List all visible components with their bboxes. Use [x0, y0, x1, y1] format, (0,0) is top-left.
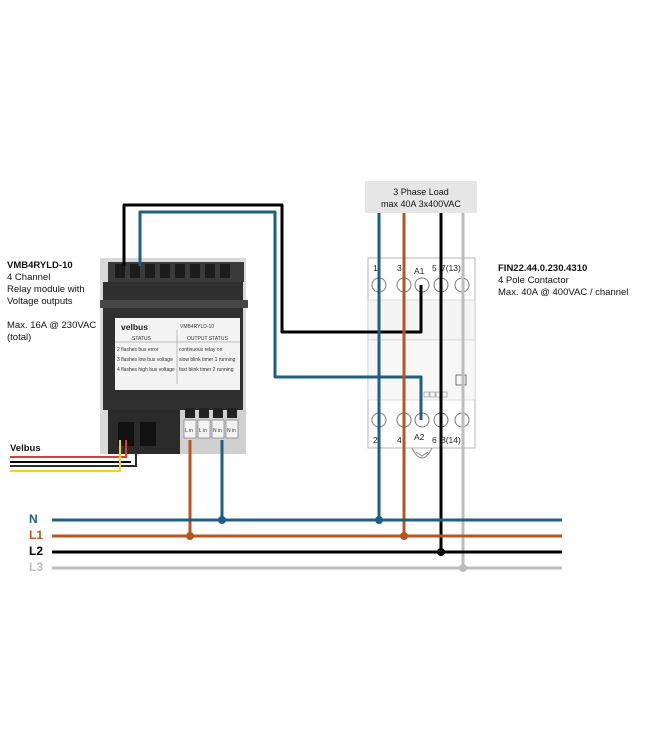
contactor-description: FIN22.44.0.230.4310 4 Pole Contactor Max…: [498, 263, 628, 299]
module-status-row: 2 flashes bus error: [117, 347, 159, 353]
relay-desc-line: 4 Channel: [7, 272, 51, 283]
contactor-terminal-bottom: 4: [397, 435, 402, 445]
rail-label-l3: L3: [29, 560, 44, 574]
rail-label-n: N: [29, 512, 38, 526]
velbus-label: Velbus: [10, 443, 41, 454]
relay-desc-line: Relay module with: [7, 284, 85, 295]
module-output-status-header: OUTPUT STATUS: [187, 336, 229, 342]
module-brand: velbus: [121, 322, 148, 332]
wire-a2-blue: [138, 210, 423, 420]
relay-module-model: VMB4RYLD-10: [7, 260, 73, 271]
module-status-row: 3 flashes low bus voltage: [117, 357, 173, 363]
contactor-model: FIN22.44.0.230.4310: [498, 263, 588, 274]
module-output-row: continuous relay on: [179, 347, 223, 353]
relay-module-description: VMB4RYLD-10 4 Channel Relay module with …: [7, 260, 96, 344]
contactor-terminal-top: 3: [397, 263, 402, 273]
relay-module: [100, 258, 248, 454]
contactor-terminal-top: A1: [414, 266, 425, 276]
module-output-row: fast blink timer 2 running: [179, 367, 234, 373]
terminal-label: N in: [213, 428, 222, 434]
contactor-desc-line: 4 Pole Contactor: [498, 275, 569, 286]
relay-rating-note: (total): [7, 332, 32, 343]
wire-a1-black: [122, 203, 423, 334]
terminal-label: L in: [199, 428, 207, 434]
terminal-label: N in: [227, 428, 236, 434]
terminal-label: L in: [185, 428, 193, 434]
contactor-terminal-bottom: A2: [414, 432, 425, 442]
rail-label-l2: L2: [29, 544, 44, 558]
contactor-terminal-bottom: 8(14): [441, 435, 461, 445]
module-status-header: STATUS: [132, 336, 152, 342]
module-output-row: slow blink timer 1 running: [179, 357, 236, 363]
load-title: 3 Phase Load: [393, 187, 449, 197]
load-rating: max 40A 3x400VAC: [381, 199, 461, 209]
contactor-terminal-bottom: 6: [432, 435, 437, 445]
relay-desc-line: Voltage outputs: [7, 296, 73, 307]
module-status-row: 4 flashes high bus voltage: [117, 367, 175, 373]
load-box: 3 Phase Load max 40A 3x400VAC: [365, 181, 477, 213]
contactor-terminal-top: 7(13): [441, 263, 461, 273]
contactor-terminal-top: 5: [432, 263, 437, 273]
contactor-terminal-bottom: 2: [373, 435, 378, 445]
rail-label-l1: L1: [29, 528, 44, 542]
contactor-terminal-top: 1: [373, 263, 378, 273]
contactor-desc-line: Max. 40A @ 400VAC / channel: [498, 287, 629, 298]
module-face-model: VMB4RYLD-10: [180, 324, 214, 330]
relay-rating: Max. 16A @ 230VAC: [7, 320, 97, 331]
